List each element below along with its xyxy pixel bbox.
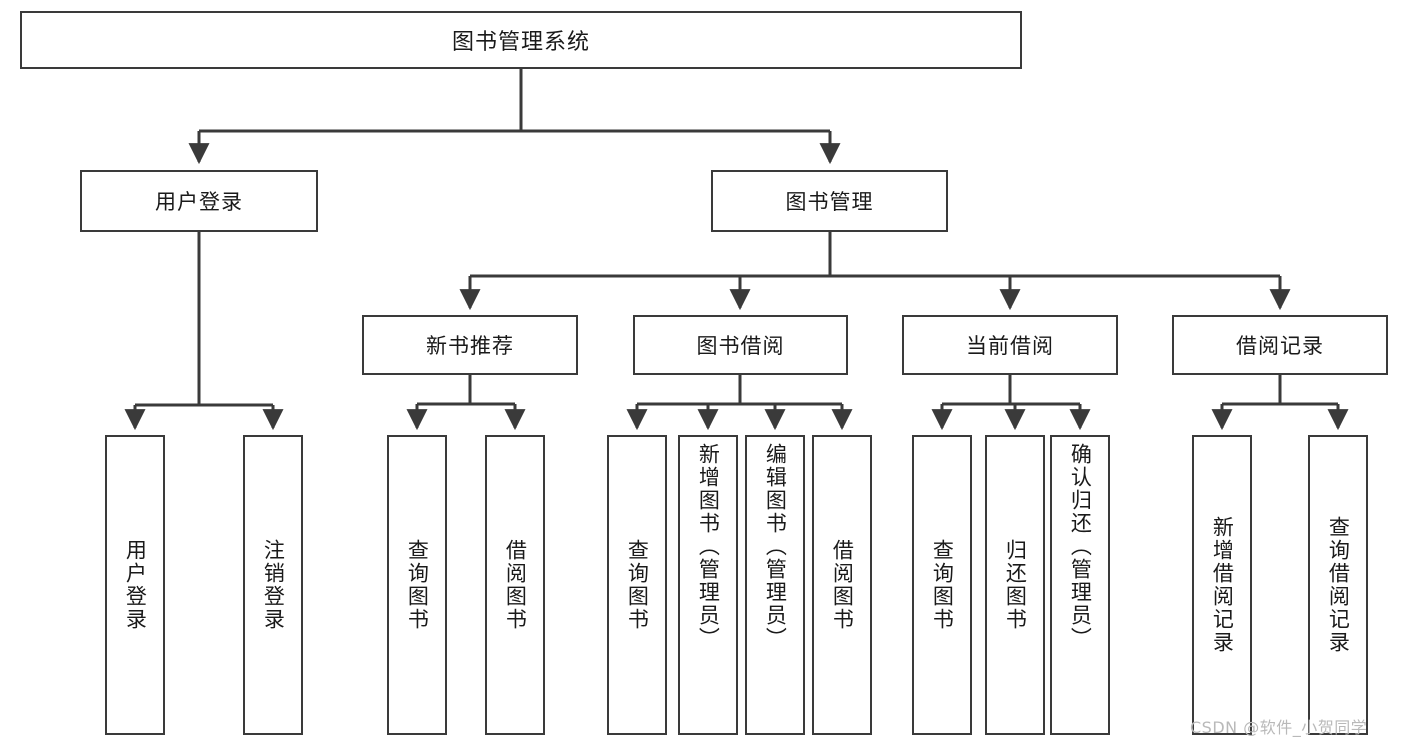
node-user-login[interactable]: 用户登录 <box>80 170 318 232</box>
leaf-user-login[interactable]: 用户登录 <box>105 435 165 735</box>
node-label: 查询借阅记录 <box>1326 516 1351 654</box>
node-label: 查询图书 <box>625 539 650 631</box>
leaf-query-book-current[interactable]: 查询图书 <box>912 435 972 735</box>
node-label: 注销登录 <box>261 539 286 631</box>
node-label: 新增图书（管理员） <box>696 443 721 650</box>
node-label: 编辑图书（管理员） <box>763 443 788 650</box>
leaf-add-book-admin[interactable]: 新增图书（管理员） <box>678 435 738 735</box>
leaf-edit-book-admin[interactable]: 编辑图书（管理员） <box>745 435 805 735</box>
node-label: 借阅图书 <box>830 539 855 631</box>
leaf-query-book-borrow[interactable]: 查询图书 <box>607 435 667 735</box>
leaf-borrow-book-recommend[interactable]: 借阅图书 <box>485 435 545 735</box>
node-label: 图书借阅 <box>696 334 785 358</box>
node-label: 新增借阅记录 <box>1210 516 1235 654</box>
node-label: 用户登录 <box>123 539 148 631</box>
node-current-borrow[interactable]: 当前借阅 <box>902 315 1118 375</box>
node-label: 查询图书 <box>930 539 955 631</box>
node-label: 新书推荐 <box>426 334 514 358</box>
node-label: 当前借阅 <box>966 334 1054 358</box>
node-label: 用户登录 <box>155 190 243 214</box>
node-borrow-record[interactable]: 借阅记录 <box>1172 315 1388 375</box>
node-label: 归还图书 <box>1003 539 1028 631</box>
leaf-borrow-book[interactable]: 借阅图书 <box>812 435 872 735</box>
node-new-book-recommend[interactable]: 新书推荐 <box>362 315 578 375</box>
leaf-logout[interactable]: 注销登录 <box>243 435 303 735</box>
node-label: 图书管理 <box>785 190 874 214</box>
leaf-add-borrow-record[interactable]: 新增借阅记录 <box>1192 435 1252 735</box>
leaf-confirm-return-admin[interactable]: 确认归还（管理员） <box>1050 435 1110 735</box>
csdn-watermark: CSDN @软件_小贺同学 <box>1190 718 1368 737</box>
leaf-query-borrow-record[interactable]: 查询借阅记录 <box>1308 435 1368 735</box>
node-root-system[interactable]: 图书管理系统 <box>20 11 1022 69</box>
leaf-return-book[interactable]: 归还图书 <box>985 435 1045 735</box>
node-label: 借阅图书 <box>503 539 528 631</box>
leaf-query-book-recommend[interactable]: 查询图书 <box>387 435 447 735</box>
node-book-borrow[interactable]: 图书借阅 <box>633 315 848 375</box>
node-label: 查询图书 <box>405 539 430 631</box>
node-label: 借阅记录 <box>1236 334 1324 358</box>
node-label: 确认归还（管理员） <box>1068 443 1093 650</box>
node-label: 图书管理系统 <box>451 30 590 55</box>
node-book-management[interactable]: 图书管理 <box>711 170 948 232</box>
